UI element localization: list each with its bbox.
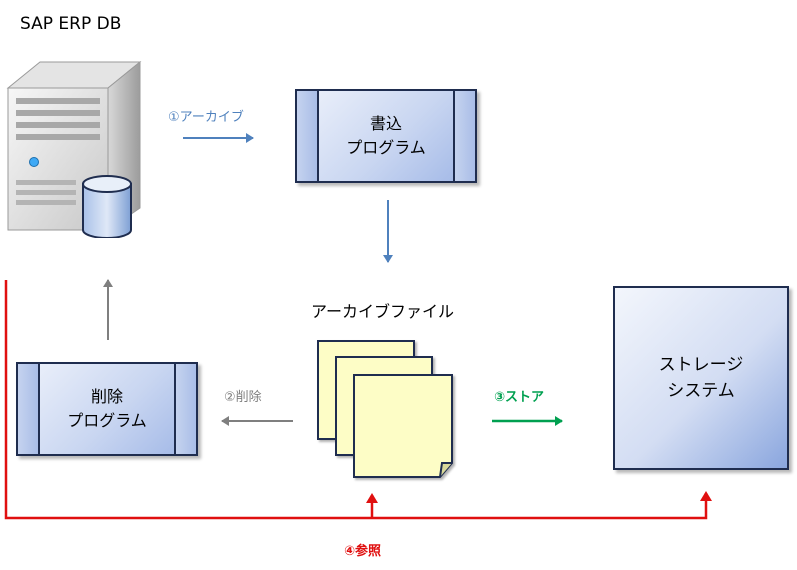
delete-program-line2: プログラム [67,411,147,430]
step-archive-label: ①アーカイブ [168,110,244,125]
write-program-line2: プログラム [346,138,426,157]
server-database-icon [6,60,142,238]
step-store-label: ③ストア [494,390,545,405]
delete-program-box: 削除 プログラム [16,362,198,456]
step-reference-label: ④参照 [344,544,382,559]
reference-line [4,280,712,520]
db-label: SAP ERP DB [20,14,122,34]
storage-system-box: ストレージ システム [613,286,789,470]
archive-file-stack-icon [317,340,453,478]
delete-program-line1: 削除 [90,387,123,406]
archive-file-label: アーカイブファイル [311,302,455,321]
write-program-box: 書込 プログラム [295,89,477,183]
step-delete-label: ②削除 [224,390,262,405]
write-program-line1: 書込 [369,114,402,133]
storage-system-line2: システム [667,381,735,401]
storage-system-line1: ストレージ [658,355,744,375]
